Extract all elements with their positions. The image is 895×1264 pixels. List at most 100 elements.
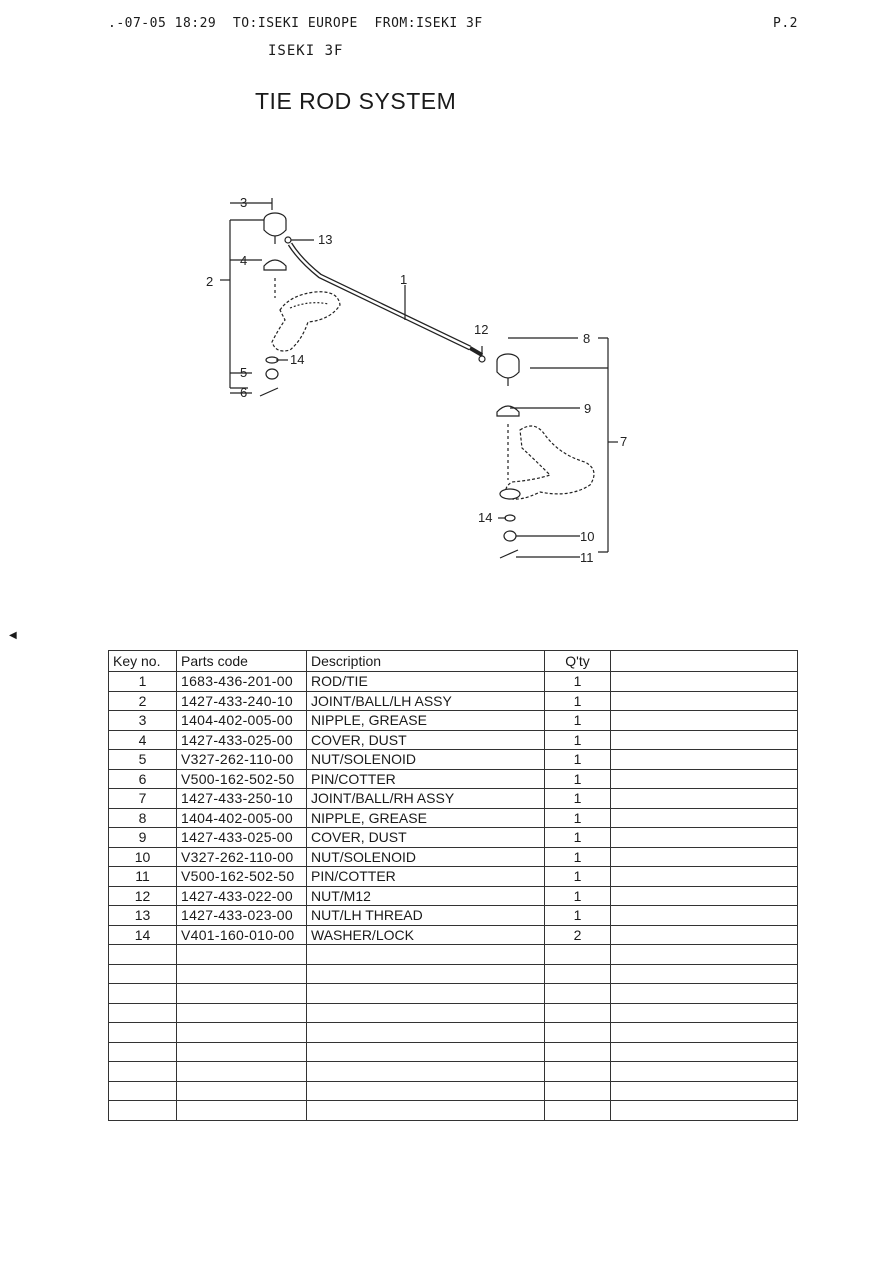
cell-key-no [108, 1100, 177, 1121]
cell-description: PIN/COTTER [306, 866, 545, 887]
cell-description [306, 1022, 545, 1043]
cell-description: JOINT/BALL/RH ASSY [306, 788, 545, 809]
cell-key-no [108, 1002, 177, 1023]
cell-key-no: 5 [108, 749, 177, 770]
cell-blank [610, 690, 798, 711]
cell-description [306, 1041, 545, 1062]
cell-qty: 1 [544, 885, 611, 906]
cell-key-no: 8 [108, 807, 177, 828]
cell-description: NUT/SOLENOID [306, 846, 545, 867]
cell-description [306, 1100, 545, 1121]
cell-qty [544, 963, 611, 984]
cell-key-no: 9 [108, 827, 177, 848]
cell-blank [610, 983, 798, 1004]
cell-key-no [108, 1041, 177, 1062]
cell-blank [610, 788, 798, 809]
cell-blank [610, 885, 798, 906]
cell-blank [610, 807, 798, 828]
table-header-row: Key no. Parts code Description Q'ty [108, 650, 798, 672]
cell-description: JOINT/BALL/LH ASSY [306, 690, 545, 711]
cell-parts-code: V327-262-110-00 [176, 846, 307, 867]
cell-qty: 1 [544, 788, 611, 809]
cell-qty [544, 983, 611, 1004]
cell-parts-code: 1427-433-250-10 [176, 788, 307, 809]
cell-blank [610, 1080, 798, 1101]
cell-key-no [108, 1022, 177, 1043]
cell-description [306, 963, 545, 984]
cell-key-no [108, 983, 177, 1004]
cell-qty [544, 1100, 611, 1121]
header-qty: Q'ty [544, 650, 611, 672]
callout-2: 2 [206, 274, 213, 289]
cell-key-no: 6 [108, 768, 177, 789]
cell-parts-code: 1404-402-005-00 [176, 807, 307, 828]
callout-14-left: 14 [290, 352, 304, 367]
cell-key-no: 10 [108, 846, 177, 867]
header-parts-code: Parts code [176, 650, 307, 672]
cell-qty: 2 [544, 924, 611, 945]
table-row [108, 963, 798, 984]
department-label: ISEKI 3F [268, 43, 344, 59]
cell-key-no [108, 1080, 177, 1101]
cell-description [306, 944, 545, 965]
cell-description: NUT/SOLENOID [306, 749, 545, 770]
callout-10: 10 [580, 529, 594, 544]
cell-parts-code: 1427-433-025-00 [176, 729, 307, 750]
cell-key-no: 2 [108, 690, 177, 711]
cell-qty: 1 [544, 807, 611, 828]
cell-blank [610, 1100, 798, 1121]
cell-key-no: 3 [108, 710, 177, 731]
cell-key-no [108, 944, 177, 965]
page-title: TIE ROD SYSTEM [255, 88, 457, 114]
header-key-no: Key no. [108, 650, 177, 672]
cell-parts-code: V500-162-502-50 [176, 768, 307, 789]
cell-key-no [108, 963, 177, 984]
cell-qty: 1 [544, 846, 611, 867]
cell-blank [610, 1041, 798, 1062]
cell-parts-code: 1427-433-022-00 [176, 885, 307, 906]
cell-parts-code [176, 1022, 307, 1043]
cell-description: COVER, DUST [306, 729, 545, 750]
diagram-callouts: 3 13 4 2 1 12 8 14 5 6 9 7 14 10 11 [206, 195, 627, 565]
cell-key-no: 7 [108, 788, 177, 809]
cell-qty: 1 [544, 905, 611, 926]
callout-3: 3 [240, 195, 247, 210]
page-number: P.2 [773, 16, 798, 31]
cell-blank [610, 866, 798, 887]
cell-parts-code: 1427-433-240-10 [176, 690, 307, 711]
table-row [108, 1041, 798, 1062]
cell-parts-code: 1683-436-201-00 [176, 671, 307, 692]
cell-description [306, 1002, 545, 1023]
cell-description: ROD/TIE [306, 671, 545, 692]
cell-blank [610, 924, 798, 945]
margin-triangle-icon: ◀ [9, 630, 17, 641]
cell-parts-code [176, 1100, 307, 1121]
cell-blank [610, 1022, 798, 1043]
cell-description [306, 1061, 545, 1082]
callout-1: 1 [400, 272, 407, 287]
cell-key-no: 13 [108, 905, 177, 926]
callout-5: 5 [240, 365, 247, 380]
cell-qty: 1 [544, 710, 611, 731]
cell-blank [610, 768, 798, 789]
cell-description: NIPPLE, GREASE [306, 710, 545, 731]
callout-11: 11 [580, 550, 594, 565]
cell-description [306, 983, 545, 1004]
cell-parts-code: V500-162-502-50 [176, 866, 307, 887]
cell-key-no: 1 [108, 671, 177, 692]
cell-key-no: 11 [108, 866, 177, 887]
cell-parts-code [176, 963, 307, 984]
cell-blank [610, 749, 798, 770]
cell-blank [610, 827, 798, 848]
table-row [108, 1061, 798, 1082]
cell-parts-code: V401-160-010-00 [176, 924, 307, 945]
cell-blank [610, 729, 798, 750]
cell-qty [544, 1002, 611, 1023]
cell-qty: 1 [544, 768, 611, 789]
cell-blank [610, 710, 798, 731]
